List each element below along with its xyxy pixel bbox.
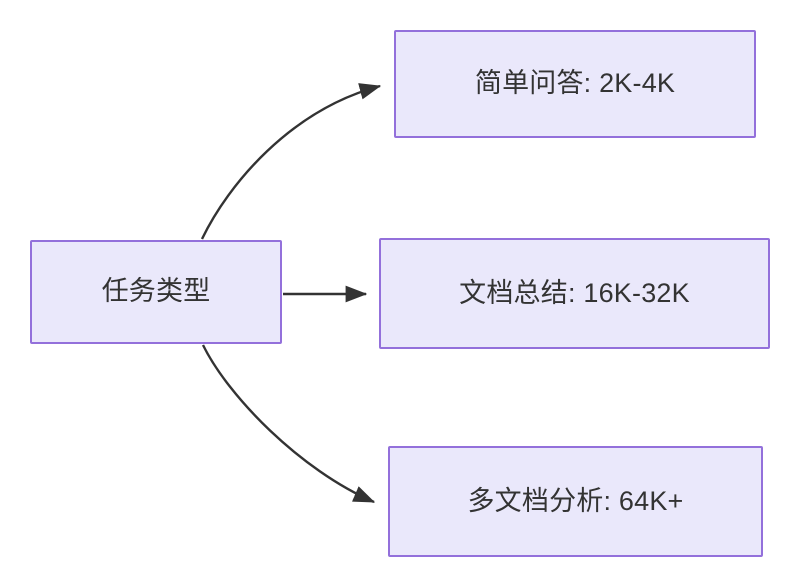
node-doc-summary[interactable]: 文档总结: 16K-32K — [379, 238, 770, 349]
node-multi-doc-label: 多文档分析: 64K+ — [467, 485, 684, 516]
node-task-type-label: 任务类型 — [101, 276, 211, 307]
edge-root-to-simple-qa — [200, 83, 382, 240]
node-simple-qa-label: 简单问答: 2K-4K — [474, 68, 676, 99]
node-simple-qa[interactable]: 简单问答: 2K-4K — [394, 30, 756, 138]
node-doc-summary-label: 文档总结: 16K-32K — [459, 277, 690, 308]
node-multi-doc[interactable]: 多文档分析: 64K+ — [388, 446, 763, 557]
node-task-type[interactable]: 任务类型 — [30, 240, 282, 344]
edge-root-to-multi-doc — [201, 344, 376, 504]
